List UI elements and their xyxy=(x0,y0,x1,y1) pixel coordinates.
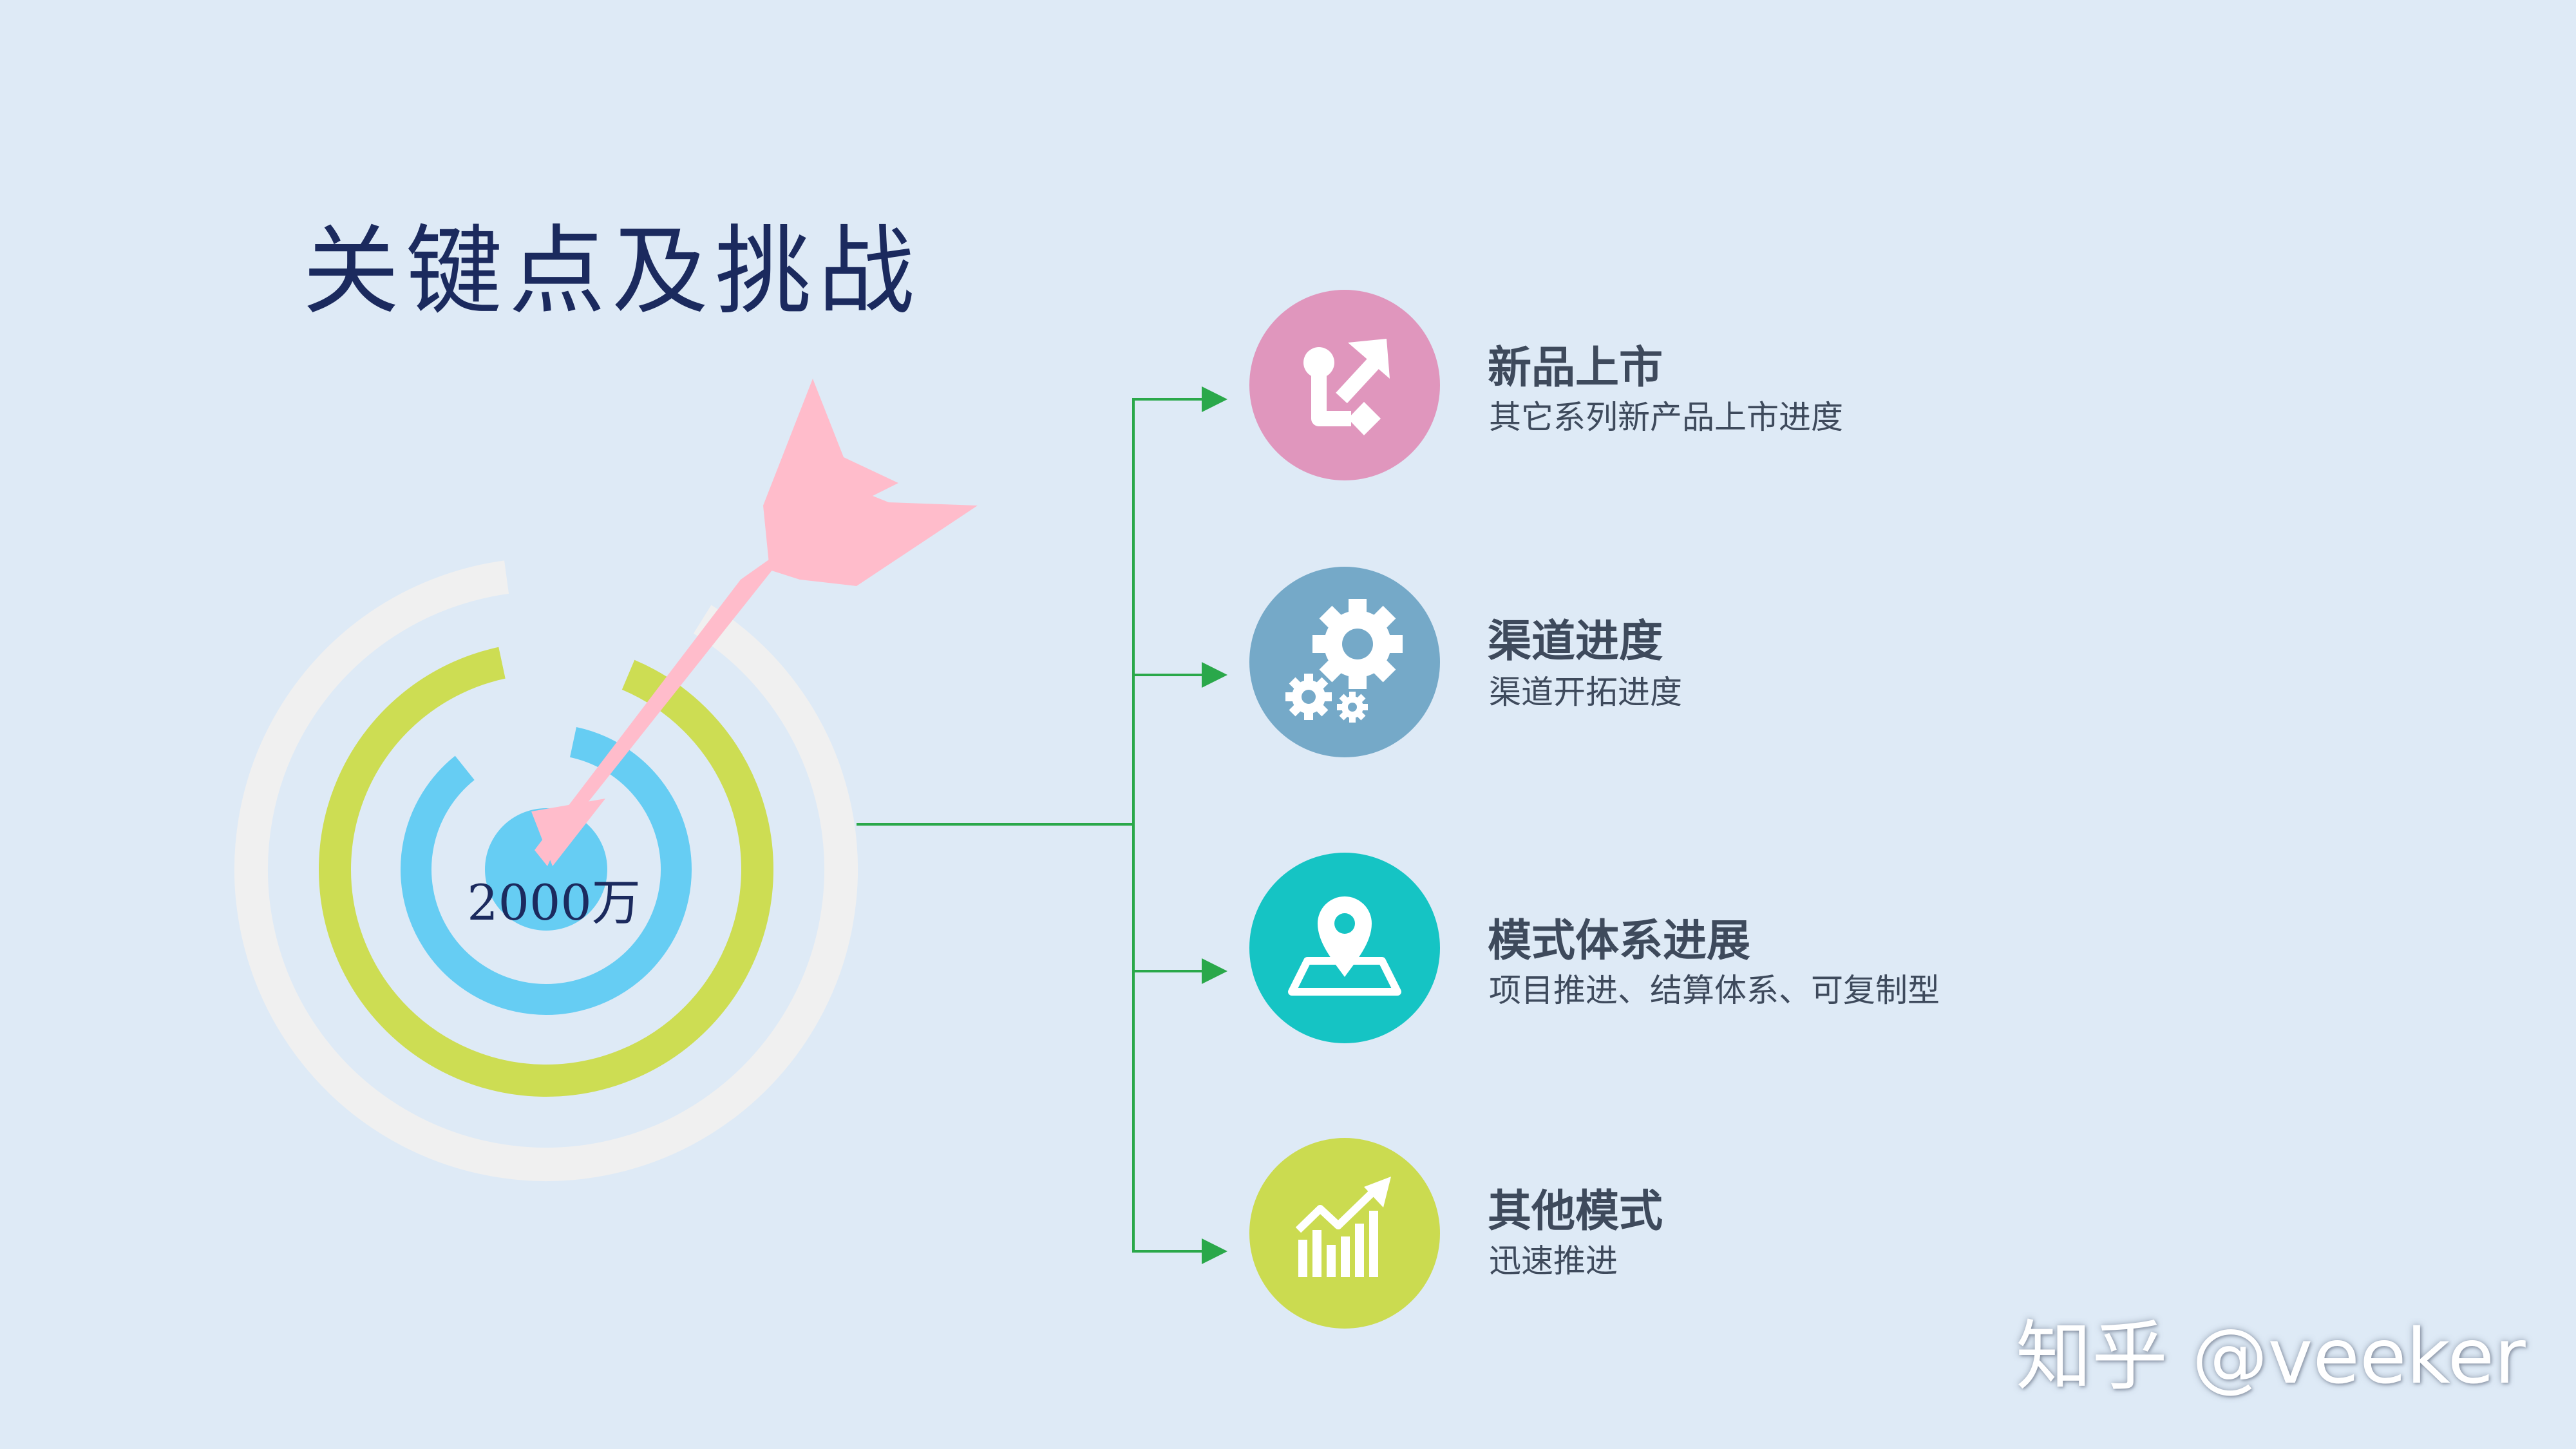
blue-ring xyxy=(401,724,692,1015)
item-desc-model-system: 项目推进、结算体系、可复制型 xyxy=(1489,972,1940,1009)
map-pin-icon xyxy=(1288,896,1401,996)
target-icon xyxy=(234,558,858,1181)
item-desc-channel: 渠道开拓进度 xyxy=(1489,674,1682,711)
other-mode-circle xyxy=(1249,1138,1440,1329)
item-desc-other-mode: 迅速推进 xyxy=(1489,1242,1618,1280)
growth-chart-icon xyxy=(1295,1177,1391,1277)
watermark: 知乎 @veeker xyxy=(2016,1312,2526,1401)
item-desc-new-product: 其它系列新产品上市进度 xyxy=(1489,399,1843,436)
dart-arrow-icon xyxy=(531,379,978,866)
item-title-model-system: 模式体系进展 xyxy=(1488,916,1751,967)
item-title-other-mode: 其他模式 xyxy=(1488,1186,1663,1237)
green-ring xyxy=(318,642,773,1097)
connector-lines xyxy=(857,386,1227,1264)
gears-icon xyxy=(1285,599,1403,723)
item-title-channel: 渠道进度 xyxy=(1488,616,1663,667)
item-title-new-product: 新品上市 xyxy=(1488,343,1663,393)
slide-title: 关键点及挑战 xyxy=(303,216,922,328)
arrows-share-icon xyxy=(1303,339,1390,435)
bullseye xyxy=(485,808,607,931)
outer-ring xyxy=(234,558,858,1181)
center-value: 2000万 xyxy=(467,874,641,931)
